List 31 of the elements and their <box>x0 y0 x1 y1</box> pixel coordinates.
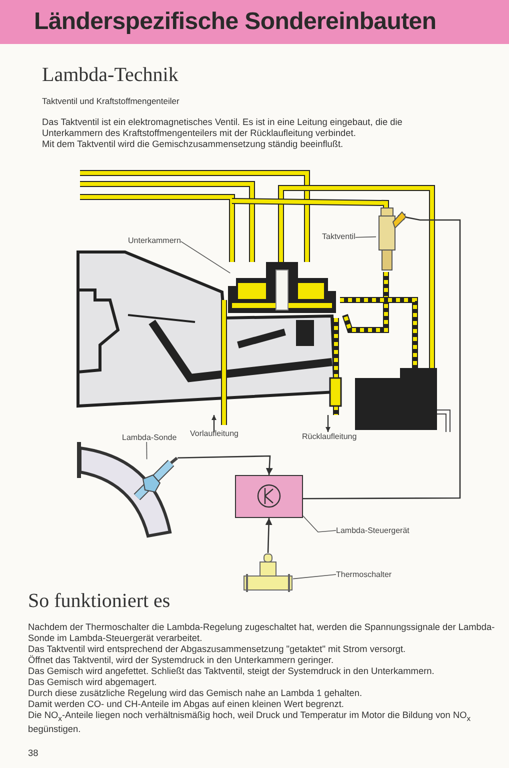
paragraph: Das Gemisch wird abgemagert. <box>28 677 158 688</box>
leader-line <box>292 574 336 580</box>
page-number: 38 <box>28 748 38 759</box>
control-unit-box <box>235 475 303 518</box>
section-heading: Lambda-Technik <box>42 64 178 87</box>
page-title: Länderspezifische Sondereinbauten <box>0 0 509 44</box>
paragraph: Mit dem Taktventil wird die Gemischzusammensetzung ständig beeinflußt. <box>42 139 344 150</box>
paragraph: Öffnet das Taktventil, wird der Systemdruck in den Unterkammern geringer. <box>28 655 335 666</box>
arrow <box>265 518 272 554</box>
paragraph: Die NO$_{x}$-Anteile liegen noch verhältnismäßig hoch, weil Druck und Temperatur im Motor die Bildung von NO$_{x}$ begünstigen. <box>28 710 472 735</box>
leader-line <box>180 241 231 274</box>
leader-line <box>146 442 148 460</box>
leader-line <box>354 236 376 238</box>
part-label: Taktventil <box>322 232 356 241</box>
part-label: Unterkammern <box>128 236 181 245</box>
arrow <box>178 455 273 476</box>
section-heading: So funktioniert es <box>28 590 170 613</box>
paragraph: Das Taktventil ist ein elektromagnetisches Ventil. Es ist in eine Leitung eingebaut, die die Unterkammern des Kraftstoffmengenteilers mit der Rücklaufleitung verbindet. <box>42 117 404 139</box>
paragraph: Damit werden CO- und CH-Anteile im Abgas auf einen kleinen Wert begrenzt. <box>28 699 345 710</box>
part-label: Thermoschalter <box>336 570 392 579</box>
line-label: Vorlaufleitung <box>190 429 238 438</box>
paragraph: Das Gemisch wird angefettet. Schließt das Taktventil, steigt der Systemdruck in den Unterkammern. <box>28 666 436 677</box>
paragraph: Durch diese zusätzliche Regelung wird das Gemisch nahe an Lambda 1 gehalten. <box>28 688 364 699</box>
part-label: Lambda-Sonde <box>122 433 177 442</box>
part-label: Lambda-Steuergerät <box>336 526 410 535</box>
paragraph: Nachdem der Thermoschalter die Lambda-Regelung zugeschaltet hat, werden die Spannungssignale der Lambda-Sonde im Lambda-Steuergerät verarbeitet. <box>28 622 496 644</box>
line-label: Rücklaufleitung <box>302 432 357 441</box>
subheading: Taktventil und Kraftstoffmengenteiler <box>42 96 180 106</box>
leader-line <box>302 515 336 532</box>
paragraph: Das Taktventil wird entsprechend der Abgaszusammensetzung "getaktet" mit Strom versorgt. <box>28 644 407 655</box>
arrow <box>303 214 461 500</box>
